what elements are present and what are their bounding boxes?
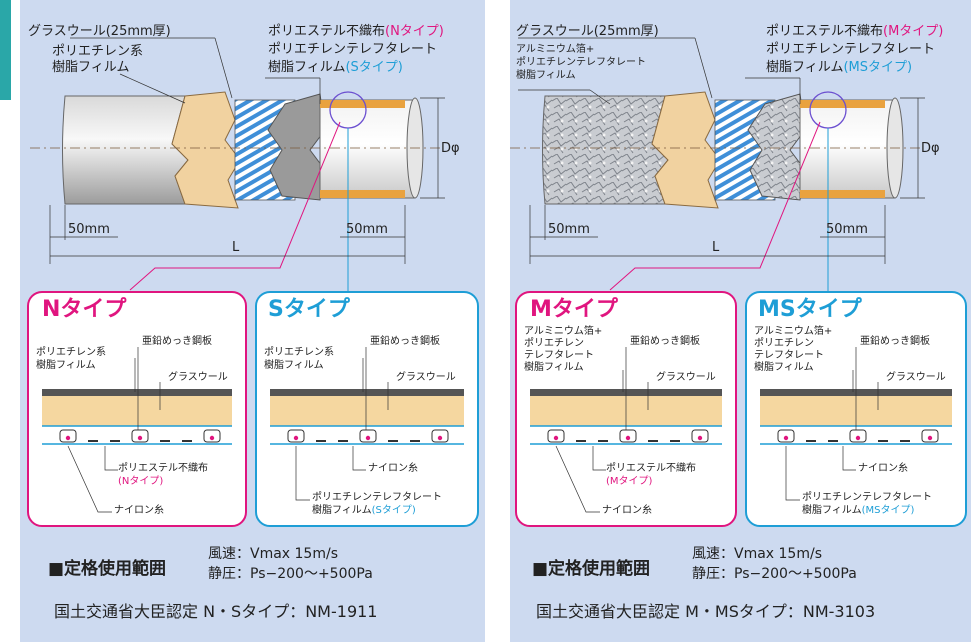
m-polyester-tag: (Mタイプ) [606,476,653,487]
label-poly-c: 樹脂フィルム(MSタイプ) [766,60,913,75]
ms-film-2: ポリエチレン [754,338,814,349]
dim-length: L [712,240,720,255]
spec-pressure: 静圧：Ps−200〜+500Pa [692,566,857,582]
n-polyester: ポリエステル不織布 [118,463,208,474]
m-film-1: アルミニウム箔+ [524,326,603,337]
s-film-2: 樹脂フィルム [264,360,324,371]
dim-50mm-right: 50mm [826,222,868,237]
label-poly-c: 樹脂フィルム(Sタイプ) [268,60,403,75]
label-poly-b: ポリエチレンテレフタレート [268,42,438,57]
label-film-1: ポリエチレン系 [52,44,144,59]
m-nylon: ナイロン糸 [602,505,652,516]
n-polyester-tag: (Nタイプ) [118,476,164,487]
s-pet-1: ポリエチレンテレフタレート [312,492,442,503]
right-duct-illustration [510,37,967,527]
n-film-1: ポリエチレン系 [36,347,106,358]
side-tab-marker [0,0,11,100]
n-glasswool: グラスウール [168,372,228,383]
dim-50mm-left: 50mm [548,222,590,237]
n-nylon: ナイロン糸 [114,505,164,516]
m-film-2: ポリエチレン [524,338,584,349]
ms-type-title: MSタイプ [758,297,862,322]
m-film-3: テレフタレート [524,350,594,361]
label-poly-a: ポリエステル不織布(Nタイプ) [268,24,444,39]
dim-50mm-left: 50mm [68,222,110,237]
dim-diameter: Dφ [441,141,460,156]
left-panel: グラスウール(25mm厚) ポリエチレン系 樹脂フィルム ポリエステル不織布(N… [20,0,485,642]
n-type-title: Nタイプ [42,297,127,322]
spec-wind: 風速：Vmax 15m/s [208,546,338,562]
s-pet-2: 樹脂フィルム(Sタイプ) [312,505,416,516]
ms-nylon: ナイロン糸 [858,463,908,474]
label-glasswool: グラスウール(25mm厚) [28,24,171,39]
dim-length: L [232,240,240,255]
label-film-1: アルミニウム箔+ [516,44,595,55]
ms-film-3: テレフタレート [754,350,824,361]
m-type-title: Mタイプ [530,297,618,322]
ms-pet-1: ポリエチレンテレフタレート [802,492,932,503]
s-steel: 亜鉛めっき鋼板 [370,336,440,347]
m-glasswool: グラスウール [656,372,716,383]
rated-range-label: ■定格使用範囲 [48,559,167,579]
label-glasswool: グラスウール(25mm厚) [516,24,659,39]
m-steel: 亜鉛めっき鋼板 [630,336,700,347]
label-poly-b: ポリエチレンテレフタレート [766,42,936,57]
n-film-2: 樹脂フィルム [36,360,96,371]
ms-film-1: アルミニウム箔+ [754,326,833,337]
ms-film-4: 樹脂フィルム [754,362,814,373]
spec-wind: 風速：Vmax 15m/s [692,546,822,562]
m-film-4: 樹脂フィルム [524,362,584,373]
spec-pressure: 静圧：Ps−200〜+500Pa [208,566,373,582]
right-panel: グラスウール(25mm厚) アルミニウム箔+ ポリエチレンテレフタレート 樹脂フ… [510,0,971,642]
s-glasswool: グラスウール [396,372,456,383]
label-film-2: ポリエチレンテレフタレート [516,57,646,68]
rated-range-label: ■定格使用範囲 [532,559,651,579]
s-film-1: ポリエチレン系 [264,347,334,358]
ms-pet-2: 樹脂フィルム(MSタイプ) [802,505,915,516]
left-duct-illustration [27,37,479,527]
label-film-3: 樹脂フィルム [516,70,576,81]
dim-50mm-right: 50mm [346,222,388,237]
certification-ns: 国土交通省大臣認定 N・Sタイプ：NM-1911 [54,602,378,621]
certification-mms: 国土交通省大臣認定 M・MSタイプ：NM-3103 [536,602,876,621]
s-nylon: ナイロン糸 [368,463,418,474]
ms-steel: 亜鉛めっき鋼板 [860,336,930,347]
n-steel: 亜鉛めっき鋼板 [142,336,212,347]
label-poly-a: ポリエステル不織布(Mタイプ) [766,24,944,39]
ms-glasswool: グラスウール [886,372,946,383]
dim-diameter: Dφ [921,141,940,156]
s-type-title: Sタイプ [268,297,350,322]
label-film-2: 樹脂フィルム [52,60,130,75]
m-polyester: ポリエステル不織布 [606,463,696,474]
